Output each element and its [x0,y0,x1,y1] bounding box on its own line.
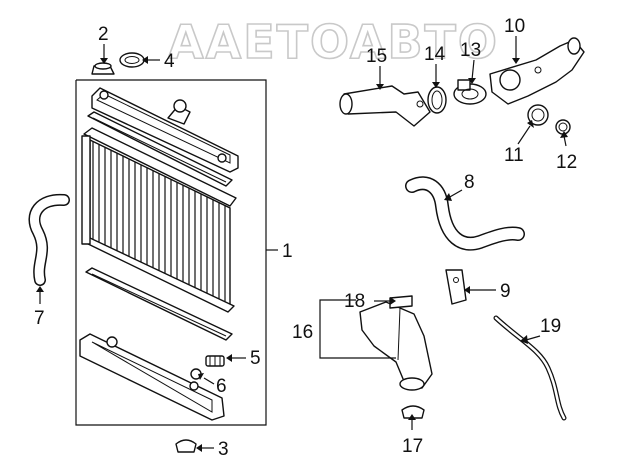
radiator-lower-gasket [85,267,233,341]
overflow-hose [493,315,567,421]
thermostat [453,79,487,105]
callout-17: 17 [402,436,423,457]
outlet-o-ring [527,104,549,126]
drain-cock-plug [205,355,225,367]
callout-5: 5 [250,348,261,369]
callout-3: 3 [218,439,229,460]
radiator-upper-gasket [87,111,233,187]
water-inlet-pipe [339,85,431,127]
radiator-lower-tank [79,333,225,421]
radiator-mount-cushion [175,439,197,453]
callout-10: 10 [504,16,525,37]
callout-1: 1 [282,241,293,262]
callout-8: 8 [464,172,475,193]
callout-16: 16 [292,322,313,343]
radiator-cap-seal [119,52,145,68]
callout-15: 15 [366,46,387,67]
hose-bracket [445,269,467,305]
callout-6: 6 [216,376,227,397]
callout-11: 11 [504,145,524,166]
coolant-reservoir-tank [359,301,433,391]
callout-14: 14 [424,44,446,65]
callout-4: 4 [164,51,175,72]
callout-labels: 1 2 3 4 5 6 7 8 9 10 11 12 13 14 15 16 1… [34,16,577,460]
callout-7: 7 [34,308,45,329]
water-outlet-housing [489,37,585,105]
leader-lines [36,36,568,452]
radiator-upper-tank [91,87,239,173]
inlet-gasket [427,86,447,114]
reservoir-cushion [401,405,425,419]
radiator-core [81,127,237,313]
callout-19: 19 [540,316,561,337]
watermark-logo: AAETOABTO [168,15,499,69]
small-o-ring [555,119,571,135]
radiator-hose-8 [405,176,525,251]
callout-18: 18 [344,291,365,312]
radiator-hose-7 [28,193,70,286]
callout-9: 9 [500,281,511,302]
callout-12: 12 [556,152,577,173]
callout-bracket-16 [319,299,396,359]
radiator-cap [91,62,115,75]
callout-13: 13 [460,40,481,61]
radiator-assembly-box [75,79,278,426]
callout-2: 2 [98,24,109,45]
